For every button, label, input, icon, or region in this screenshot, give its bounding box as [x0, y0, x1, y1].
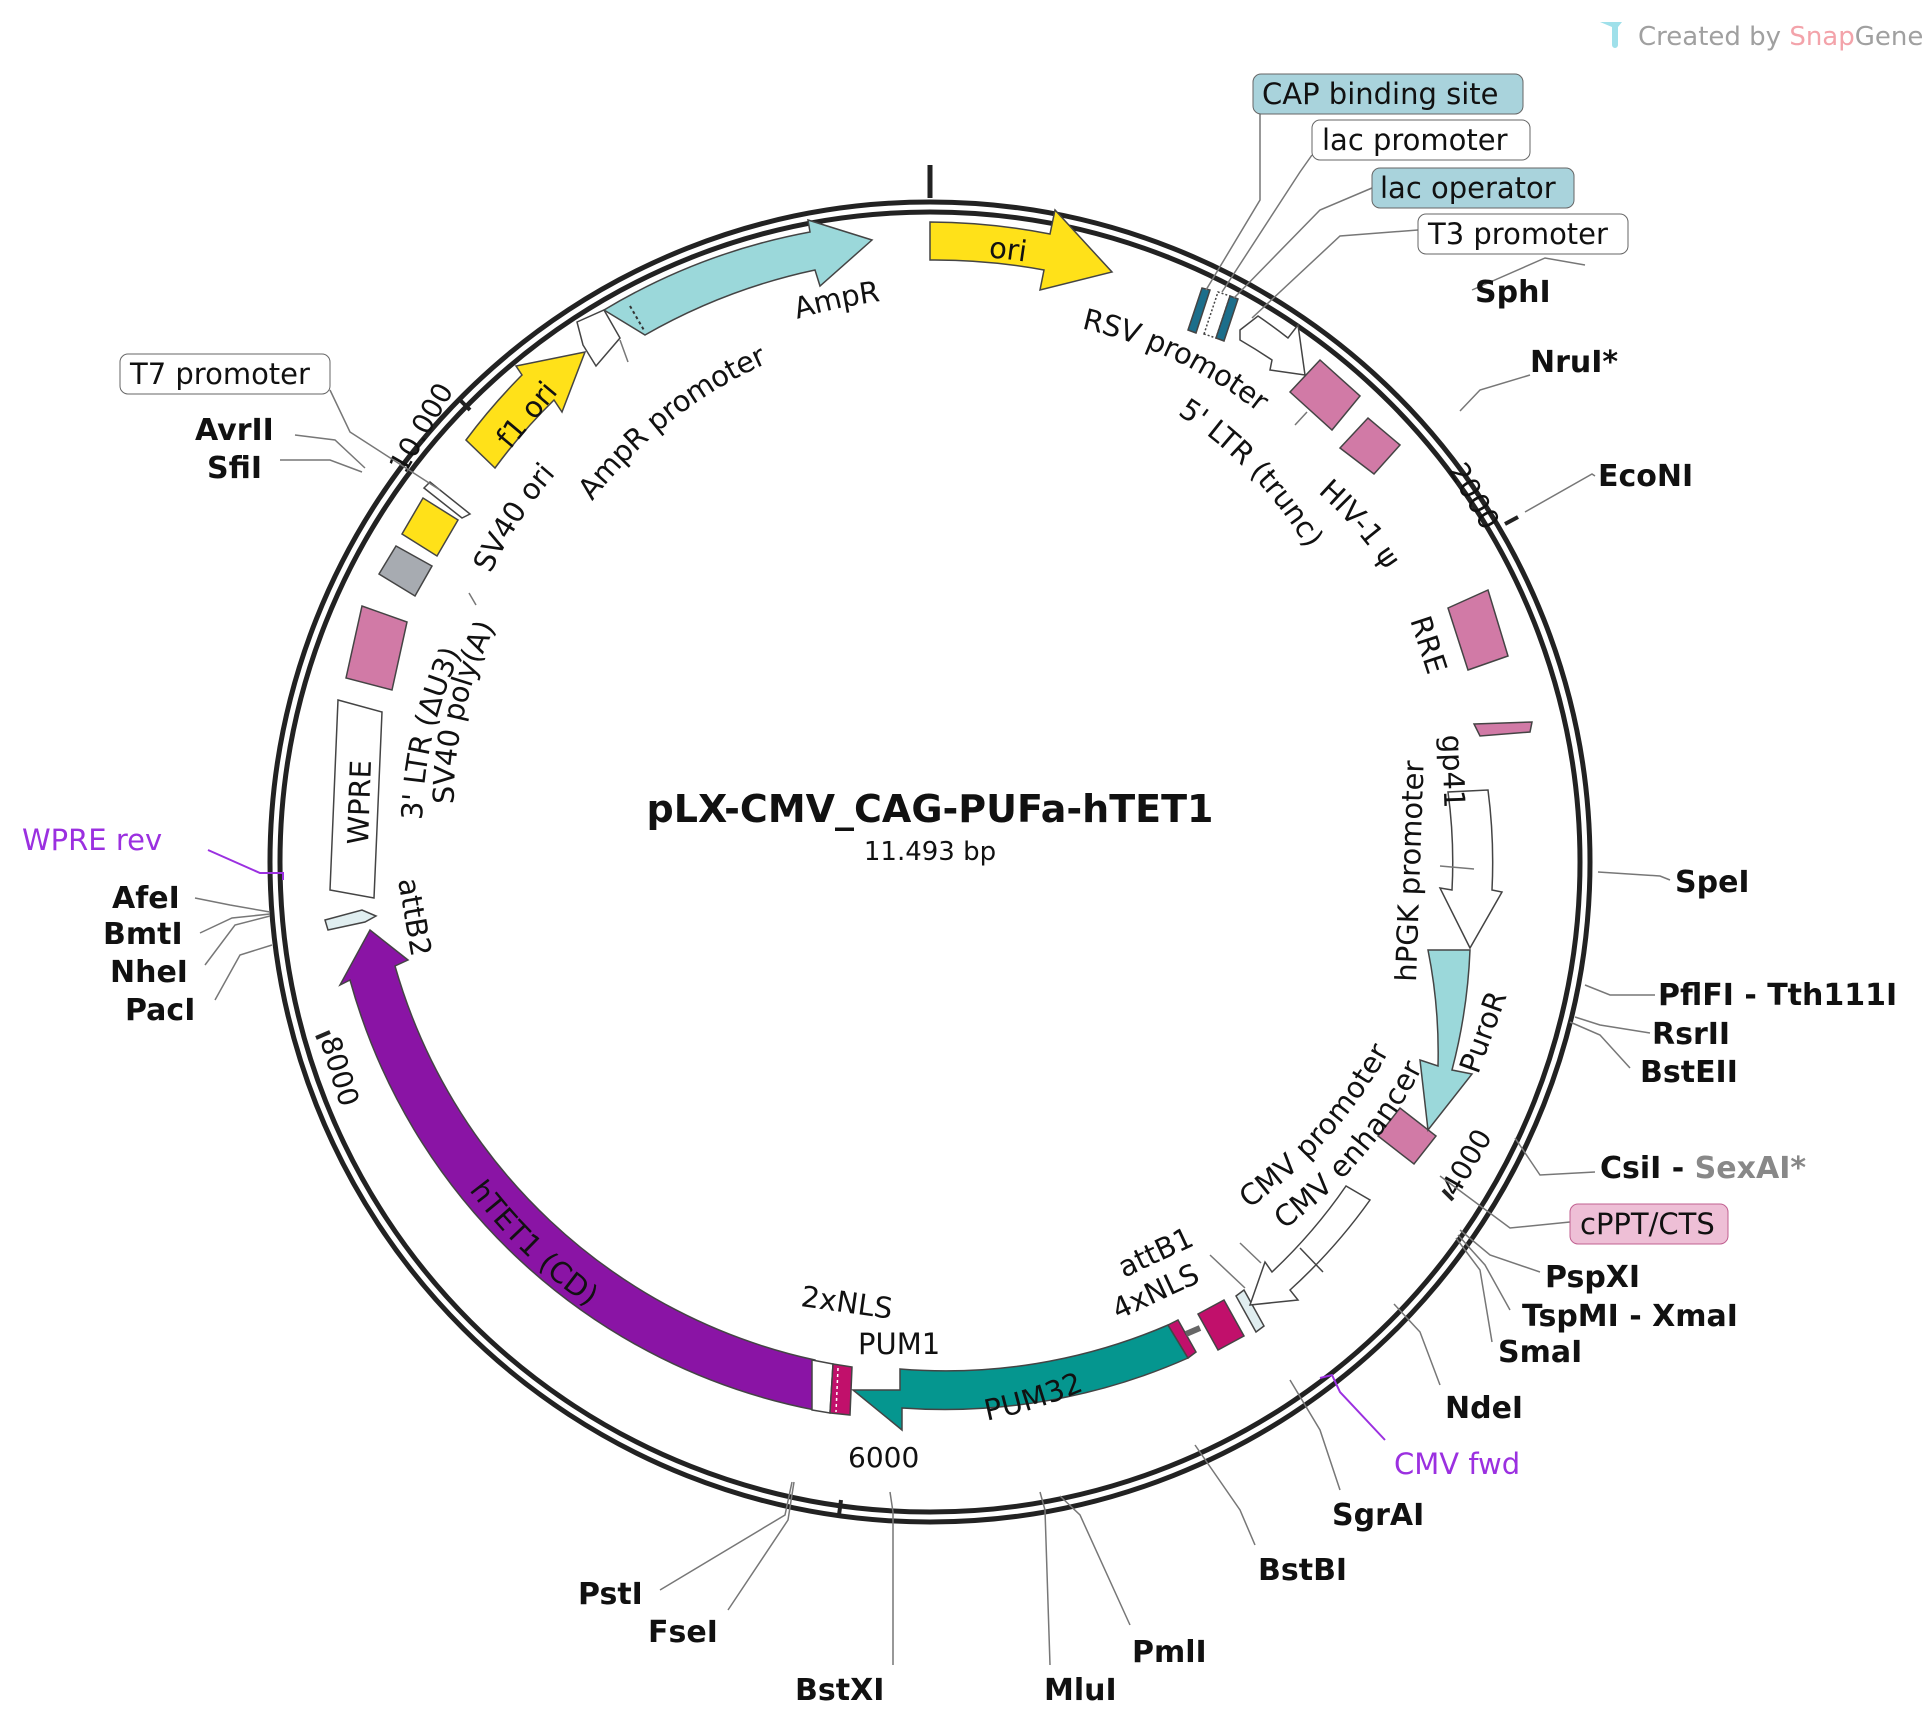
- feature-htet1[interactable]: [338, 928, 816, 1411]
- box-lac-promoter[interactable]: [1311, 119, 1531, 161]
- feature-lac-operator[interactable]: [1215, 295, 1239, 342]
- feature-3ltr[interactable]: [345, 605, 408, 691]
- site-afei[interactable]: AfeI: [112, 881, 180, 916]
- feature-sv40-ori-box[interactable]: [400, 496, 460, 558]
- feature-sv40-ori[interactable]: [422, 480, 472, 519]
- box-lac-operator-text: lac operator: [1380, 171, 1556, 205]
- feature-leaders: [468, 339, 1475, 1289]
- backbone-outer: [267, 199, 1593, 1525]
- site-fsei[interactable]: FseI: [648, 1615, 718, 1650]
- feature-rre[interactable]: [1447, 588, 1509, 671]
- site-bstxi[interactable]: BstXI: [795, 1673, 884, 1708]
- primers: WPRE rev CMV fwd: [22, 823, 1520, 1481]
- label-attb2: attB2: [391, 875, 438, 959]
- plasmid-size: 11.493 bp: [864, 837, 996, 867]
- feature-5ltr[interactable]: [1288, 358, 1362, 432]
- site-tspmi-xmai[interactable]: TspMI - XmaI: [1522, 1299, 1738, 1334]
- boxed-labels: CAP binding site lac promoter lac operat…: [119, 73, 1729, 1245]
- tick-label-2000: 2000: [1442, 457, 1506, 535]
- feature-2xnls[interactable]: [829, 1363, 853, 1416]
- box-t3-promoter-text: T3 promoter: [1427, 217, 1608, 251]
- label-gp41: gp41: [1435, 734, 1472, 809]
- feature-f1-ori[interactable]: [465, 350, 587, 470]
- feature-ampr[interactable]: [602, 218, 874, 336]
- feature-cap-site[interactable]: [1187, 287, 1211, 334]
- feature-hiv-psi[interactable]: [1338, 416, 1402, 476]
- feature-rsv[interactable]: [1239, 315, 1306, 376]
- feature-pum32[interactable]: [850, 1324, 1190, 1432]
- site-sphi[interactable]: SphI: [1475, 275, 1551, 310]
- tick-label-8000: 8000: [313, 1032, 365, 1110]
- label-hiv-psi: HIV-1 ψ: [1313, 473, 1408, 575]
- site-bstbi[interactable]: BstBI: [1258, 1553, 1347, 1588]
- plasmid-name: pLX-CMV_CAG-PUFa-hTET1: [647, 787, 1214, 831]
- label-pum1: PUM1: [858, 1327, 940, 1361]
- feature-4xnls-box[interactable]: [1196, 1298, 1246, 1352]
- site-smai[interactable]: SmaI: [1498, 1335, 1582, 1370]
- label-ampr-promoter: AmpR promoter: [571, 338, 771, 505]
- restriction-sites: SphI NruI* EcoNI SpeI PflFI - Tth111I Rs…: [103, 257, 1897, 1708]
- label-ampr: AmpR: [790, 274, 882, 325]
- feature-puror[interactable]: [1419, 949, 1474, 1132]
- watermark-text: Created by SnapGene: [1638, 22, 1923, 52]
- snapgene-logo-icon: [1600, 22, 1622, 48]
- feature-attb1[interactable]: [1235, 1288, 1265, 1334]
- box-t3-promoter[interactable]: [1417, 213, 1629, 255]
- site-csii[interactable]: CsiI - SexAI*: [1600, 1151, 1806, 1186]
- label-wpre: WPRE: [341, 759, 378, 845]
- box-cppt-cts[interactable]: [1569, 1203, 1729, 1245]
- site-sgrai[interactable]: SgrAI: [1332, 1498, 1424, 1533]
- site-bsteii[interactable]: BstEII: [1640, 1055, 1738, 1090]
- box-cap-binding-site[interactable]: [1252, 73, 1524, 115]
- feature-ori[interactable]: [929, 208, 1114, 292]
- feature-gp41[interactable]: [1472, 721, 1533, 737]
- site-nhei[interactable]: NheI: [110, 955, 188, 990]
- site-pmli[interactable]: PmlI: [1132, 1635, 1207, 1670]
- feature-cmv[interactable]: [1248, 1185, 1372, 1306]
- site-bmti[interactable]: BmtI: [103, 917, 183, 952]
- primer-wpre-rev[interactable]: WPRE rev: [22, 823, 162, 857]
- primer-cmv-fwd-arrow[interactable]: [1319, 1373, 1386, 1441]
- site-rsrii[interactable]: RsrII: [1652, 1017, 1730, 1052]
- label-htet1: hTET1 (CD): [463, 1174, 604, 1313]
- site-spei[interactable]: SpeI: [1675, 865, 1750, 900]
- feature-attb2[interactable]: [324, 909, 378, 931]
- backbone-inner: [277, 209, 1583, 1515]
- feature-4xnls[interactable]: [1166, 1319, 1197, 1360]
- label-2xnls: 2xNLS: [799, 1279, 895, 1325]
- label-sv40-ori: SV40 ori: [466, 456, 561, 577]
- primer-cmv-fwd[interactable]: CMV fwd: [1394, 1447, 1520, 1481]
- site-avrii[interactable]: AvrII: [195, 413, 274, 448]
- feature-sv40-polya[interactable]: [377, 544, 434, 598]
- site-econi[interactable]: EcoNI: [1598, 459, 1693, 494]
- site-psti[interactable]: PstI: [578, 1577, 643, 1612]
- tick-label-6000: 6000: [848, 1441, 919, 1474]
- site-paci[interactable]: PacI: [125, 993, 195, 1028]
- site-pspxi[interactable]: PspXI: [1545, 1260, 1640, 1295]
- feature-wpre[interactable]: [329, 699, 383, 899]
- feature-ampr-promoter[interactable]: [576, 309, 621, 368]
- box-cppt-cts-text: cPPT/CTS: [1580, 1207, 1715, 1241]
- box-lac-promoter-text: lac promoter: [1322, 123, 1508, 157]
- box-t7-promoter-text: T7 promoter: [129, 357, 310, 391]
- site-ndei[interactable]: NdeI: [1445, 1391, 1523, 1426]
- box-t7-promoter[interactable]: [119, 353, 331, 395]
- site-mlui[interactable]: MluI: [1044, 1673, 1117, 1708]
- label-hpgk: hPGK promoter: [1389, 760, 1431, 982]
- feature-cppt[interactable]: [1376, 1106, 1438, 1166]
- primer-wpre-rev-arrow[interactable]: [207, 849, 284, 880]
- label-rre: RRE: [1403, 612, 1453, 678]
- site-pflfi[interactable]: PflFI - Tth111I: [1658, 978, 1897, 1013]
- box-cap-binding-site-text: CAP binding site: [1262, 77, 1499, 111]
- label-rsv: RSV promoter: [1080, 302, 1276, 418]
- site-nrui[interactable]: NruI*: [1530, 345, 1618, 380]
- site-sfii[interactable]: SfiI: [207, 451, 262, 486]
- watermark: Created by SnapGene: [1600, 22, 1923, 52]
- box-lac-operator[interactable]: [1371, 167, 1575, 209]
